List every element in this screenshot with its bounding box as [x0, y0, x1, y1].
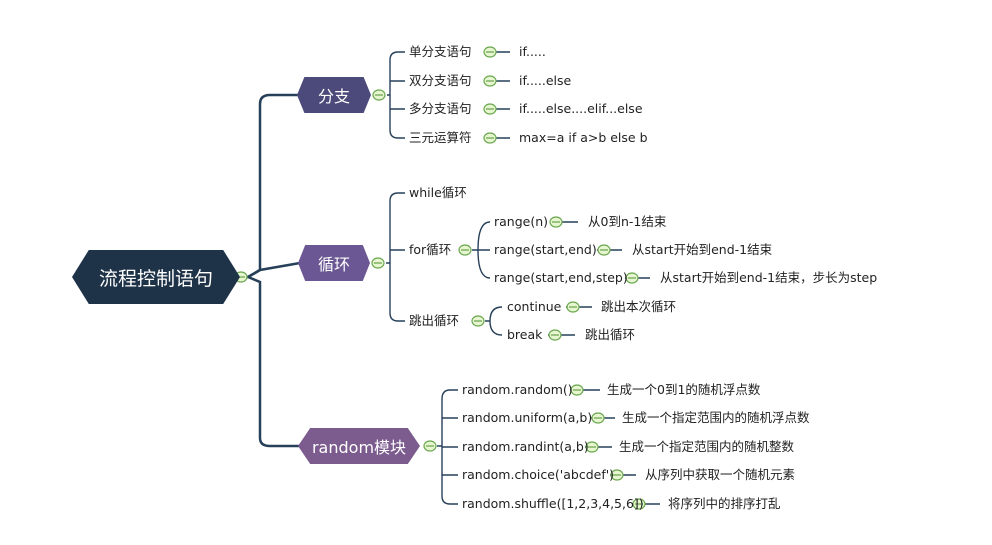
subtopic-range-start-end[interactable]: range(start,end)	[494, 242, 597, 257]
topic-loop[interactable]: 循环	[298, 245, 370, 281]
connector-random	[437, 389, 458, 505]
root-topic-label: 流程控制语句	[98, 267, 213, 290]
value-break[interactable]: 跳出循环	[585, 327, 636, 342]
subtopic-range-start-end-step[interactable]: range(start,end,step)	[494, 270, 628, 285]
connector-root-branch	[246, 93, 302, 279]
topic-loop-label: 循环	[317, 255, 350, 274]
subtopic-while-loop[interactable]: while循环	[409, 185, 467, 200]
subtopic-break[interactable]: break	[507, 327, 543, 342]
topic-random-module[interactable]: random模块	[298, 428, 420, 464]
root-topic[interactable]: 流程控制语句	[72, 250, 240, 304]
connector-root-random	[246, 275, 302, 448]
collapse-toggle-minus	[237, 51, 643, 505]
value-continue[interactable]: 跳出本次循环	[601, 299, 677, 314]
subtopic-range-n[interactable]: range(n)	[494, 214, 549, 229]
subtopic-multi-branch[interactable]: 多分支语句	[409, 101, 472, 116]
topic-branch-label: 分支	[317, 87, 350, 106]
subtopic-random-random[interactable]: random.random()	[462, 382, 573, 397]
value-random-uniform[interactable]: 生成一个指定范围内的随机浮点数	[622, 410, 810, 425]
value-random-shuffle[interactable]: 将序列中的排序打乱	[668, 496, 781, 511]
subtopic-double-branch[interactable]: 双分支语句	[409, 73, 472, 88]
value-range-n[interactable]: 从0到n-1结束	[588, 214, 667, 229]
subtopic-for-loop[interactable]: for循环	[409, 242, 452, 257]
value-random-randint[interactable]: 生成一个指定范围内的随机整数	[619, 439, 795, 454]
connector-loop	[386, 192, 405, 322]
connector-jump	[485, 306, 503, 336]
subtopic-ternary[interactable]: 三元运算符	[409, 130, 472, 145]
subtopic-random-uniform[interactable]: random.uniform(a,b)	[462, 410, 593, 425]
connector-for	[472, 221, 491, 279]
subtopic-random-choice[interactable]: random.choice('abcdef')	[462, 467, 615, 482]
value-random-random[interactable]: 生成一个0到1的随机浮点数	[607, 382, 761, 397]
connector-root-loop	[246, 261, 302, 279]
value-random-choice[interactable]: 从序列中获取一个随机元素	[645, 467, 796, 482]
subtopic-random-randint[interactable]: random.randint(a,b)	[462, 439, 589, 454]
subtopic-continue[interactable]: continue	[507, 299, 562, 314]
value-range-start-end[interactable]: 从start开始到end-1结束	[632, 242, 773, 257]
topic-branch[interactable]: 分支	[297, 77, 371, 113]
value-ternary[interactable]: max=a if a>b else b	[519, 130, 648, 145]
connector-branch	[387, 51, 405, 139]
topic-random-module-label: random模块	[311, 438, 407, 457]
value-single-branch[interactable]: if.....	[519, 44, 546, 59]
value-double-branch[interactable]: if.....else	[519, 73, 572, 88]
subtopic-jump-loop[interactable]: 跳出循环	[409, 313, 460, 328]
value-range-start-end-step[interactable]: 从start开始到end-1结束，步长为step	[660, 270, 878, 285]
value-multi-branch[interactable]: if.....else....elif...else	[519, 101, 643, 116]
subtopic-single-branch[interactable]: 单分支语句	[409, 44, 472, 59]
subtopic-random-shuffle[interactable]: random.shuffle([1,2,3,4,5,6])	[462, 496, 644, 511]
